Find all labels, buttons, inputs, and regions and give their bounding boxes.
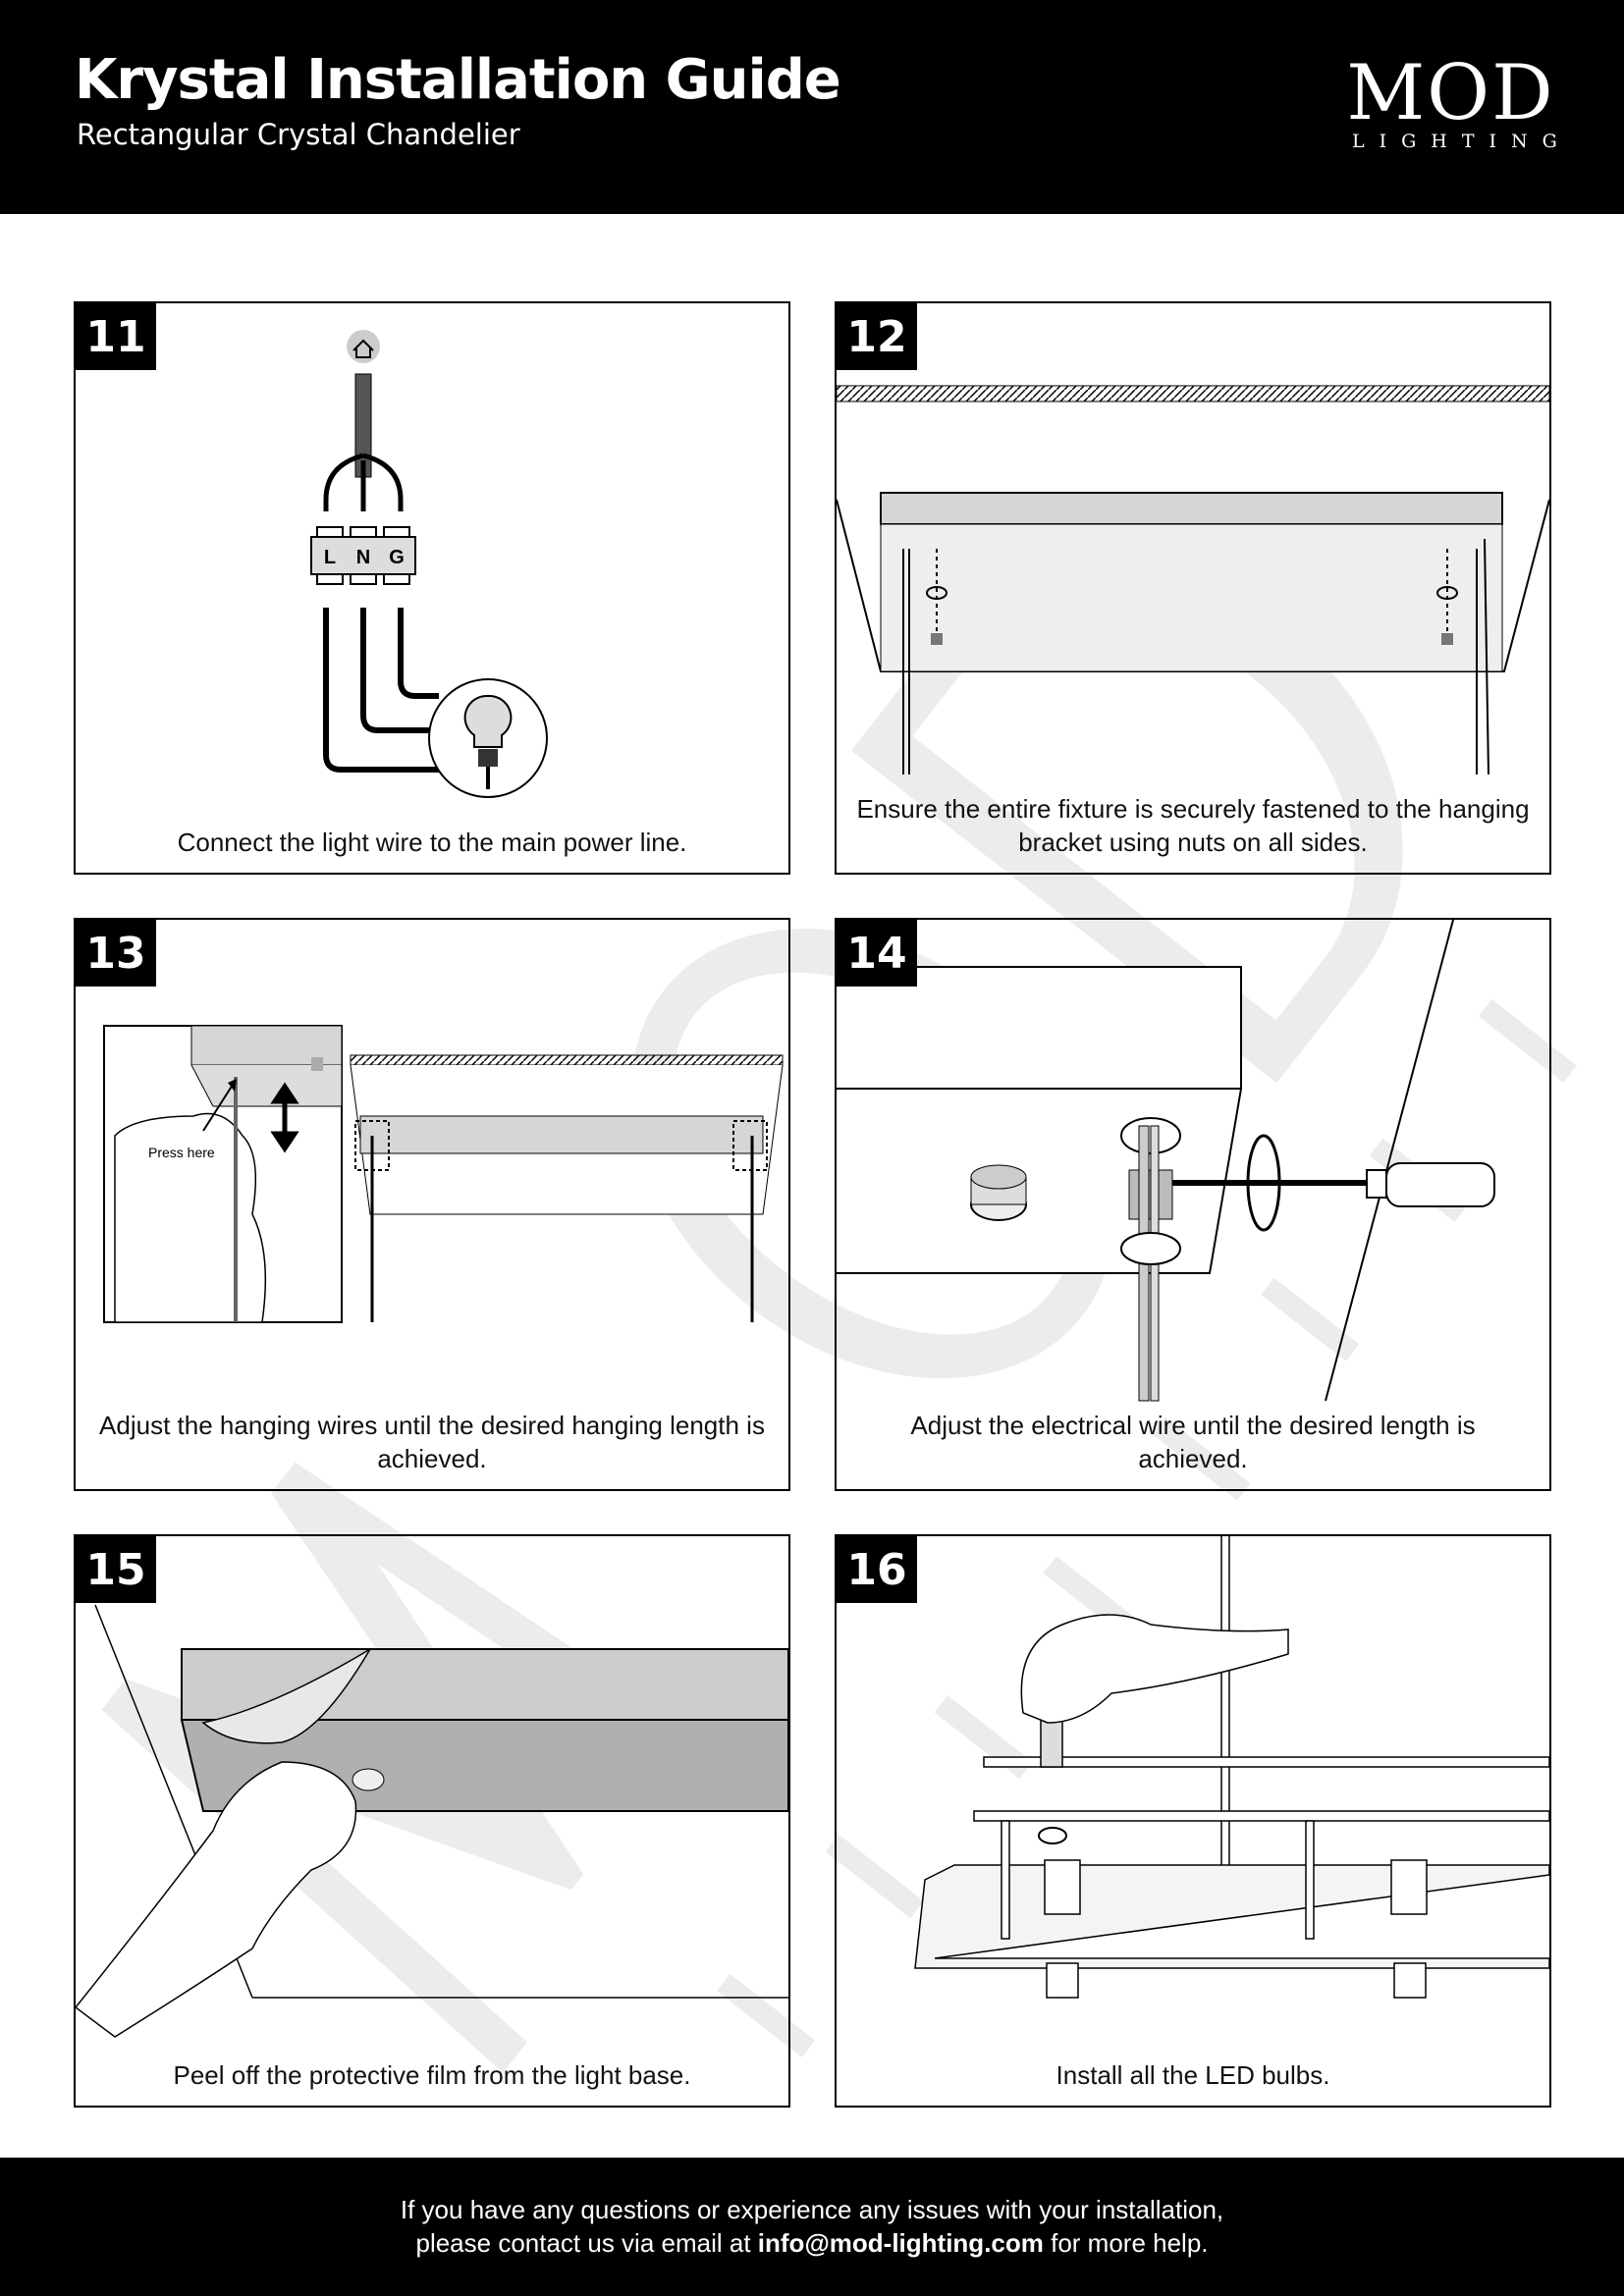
footer: If you have any questions or experience … [0,2158,1624,2296]
logo-sub: LIGHTING [1352,131,1572,152]
wiring-illustration: L N G [310,330,548,798]
step-14-panel: 14 Adjust the electrical wire until the … [835,918,1551,1491]
header: Krystal Installation Guide Rectangular C… [0,0,1624,214]
press-here-callout: Press here [148,1145,215,1160]
label-g: G [389,547,405,568]
step-number: 16 [837,1536,917,1603]
hanging-wire-illustration: Press here [103,1025,784,1323]
step-caption: Ensure the entire fixture is securely fa… [856,794,1530,857]
step-caption: Peel off the protective film from the li… [173,2060,691,2090]
brand-logo: MOD LIGHTING [1340,49,1572,153]
electrical-wire-illustration [837,920,1495,1402]
step-number: 15 [76,1536,156,1603]
step-caption: Connect the light wire to the main power… [177,828,687,857]
logo-main: MOD [1346,49,1555,137]
footer-suffix: for more help. [1051,2228,1209,2258]
step-15-panel: 15 Peel off the protective film from the… [74,1534,790,2108]
step-16-panel: 16 Install all the LED bulbs. [835,1534,1551,2108]
page-subtitle: Rectangular Crystal Chandelier [77,118,520,151]
step-number: 13 [76,920,156,987]
footer-prefix: please contact us via email at [415,2228,751,2258]
step-11-panel: L N G 11 Connect the light wire to the m… [74,301,790,875]
support-email-link[interactable]: info@mod-lighting.com [757,2228,1044,2258]
led-bulb-illustration [914,1536,1549,1999]
page-title: Krystal Installation Guide [75,48,841,112]
label-l: L [324,547,336,568]
step-number: 12 [837,303,917,370]
step-number: 14 [837,920,917,987]
step-caption: Install all the LED bulbs. [1056,2060,1330,2090]
label-n: N [356,547,370,568]
step-caption: Adjust the electrical wire until the des… [910,1411,1476,1473]
step-number: 11 [76,303,156,370]
footer-line-2: please contact us via email at info@mod-… [0,2226,1624,2260]
step-12-panel: 12 Ensure the entire fixture is securely… [835,301,1551,875]
step-13-panel: Press here 13 Adjust the hanging wires u… [74,918,790,1491]
peel-film-illustration [76,1604,788,2038]
step-caption: Adjust the hanging wires until the desir… [99,1411,765,1473]
footer-line-1: If you have any questions or experience … [400,2195,1224,2224]
bracket-illustration [837,385,1549,775]
